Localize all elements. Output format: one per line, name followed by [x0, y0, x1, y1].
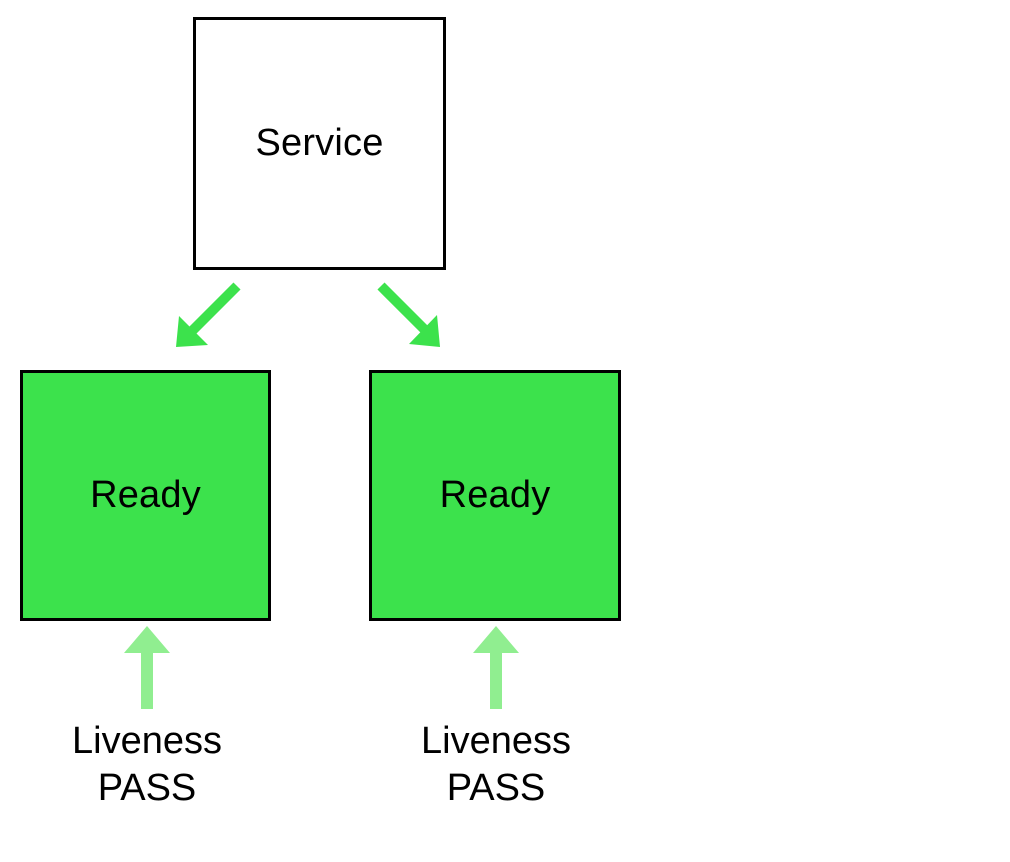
node-pod-left-label: Ready	[90, 473, 201, 516]
edge-service-to-pod-left-icon	[176, 282, 241, 347]
node-service-label: Service	[255, 121, 384, 164]
probe-caption-left: Liveness PASS	[22, 718, 272, 812]
probe-caption-right-line1: Liveness	[421, 720, 571, 762]
probe-caption-right: Liveness PASS	[371, 718, 621, 812]
edge-probe-left-icon	[124, 626, 170, 709]
node-service[interactable]: Service	[193, 17, 446, 270]
node-pod-right[interactable]: Ready	[369, 370, 621, 621]
edge-probe-right-icon	[473, 626, 519, 709]
edge-service-to-pod-right-icon	[377, 282, 440, 347]
probe-caption-left-line1: Liveness	[72, 720, 222, 762]
node-pod-left[interactable]: Ready	[20, 370, 271, 621]
probe-caption-left-line2: PASS	[97, 767, 197, 809]
probe-caption-right-line2: PASS	[446, 767, 546, 809]
node-pod-right-label: Ready	[439, 473, 551, 516]
